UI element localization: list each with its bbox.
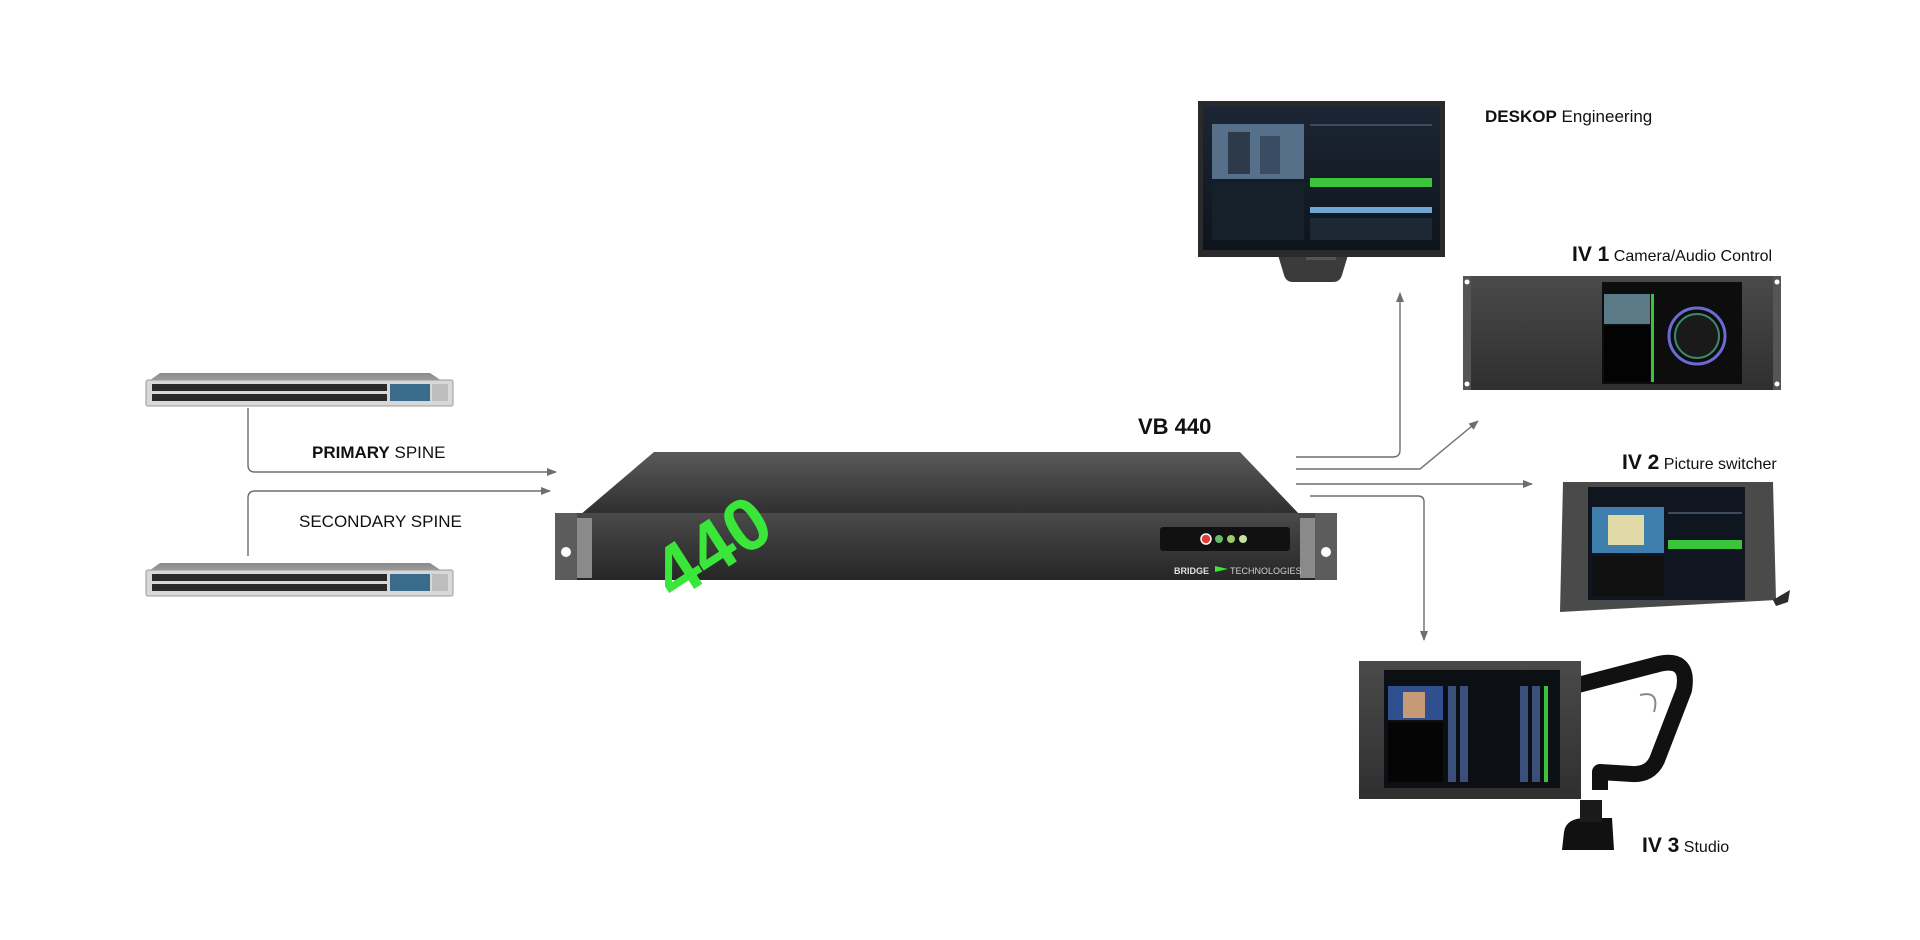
- iv2-label: IV 2 Picture switcher: [1622, 451, 1777, 475]
- status-led-green-1: [1215, 535, 1223, 543]
- iv1-label: IV 1 Camera/Audio Control: [1572, 243, 1772, 267]
- secondary-spine-arrow: [247, 487, 551, 556]
- iv1-label-bold: IV 1: [1572, 243, 1610, 266]
- desktop-monitor: [1198, 101, 1445, 282]
- primary-spine-label-rest: SPINE: [389, 443, 446, 462]
- desktop-label-rest: Engineering: [1556, 107, 1653, 126]
- iv3-arm-display: [1359, 654, 1693, 850]
- iv1-rack-panel: [1463, 276, 1781, 390]
- iv2-label-rest: Picture switcher: [1659, 456, 1777, 473]
- vb440-device: 440 BRIDGE TECHNOLOGIES: [555, 452, 1337, 616]
- primary-spine-switch: [145, 373, 454, 407]
- status-led-green-3: [1239, 535, 1247, 543]
- arrow-to-iv3: [1310, 495, 1428, 641]
- primary-spine-label: PRIMARY SPINE: [312, 443, 446, 463]
- iv1-label-rest: Camera/Audio Control: [1609, 248, 1773, 265]
- iv3-label-rest: Studio: [1679, 839, 1730, 856]
- iv3-label: IV 3 Studio: [1642, 834, 1729, 858]
- iv2-label-bold: IV 2: [1622, 451, 1660, 474]
- secondary-spine-switch: [145, 563, 454, 597]
- arrow-to-iv1: [1296, 420, 1479, 470]
- vb440-brand-logo: BRIDGE TECHNOLOGIES: [1174, 566, 1302, 576]
- primary-spine-arrow: [247, 408, 557, 476]
- secondary-spine-label: SECONDARY SPINE: [299, 512, 462, 531]
- iv3-label-bold: IV 3: [1642, 834, 1680, 857]
- status-led-green-2: [1227, 535, 1235, 543]
- status-led-red: [1200, 533, 1212, 545]
- primary-spine-label-bold: PRIMARY: [312, 443, 390, 462]
- desktop-label: DESKOP Engineering: [1485, 107, 1652, 127]
- desktop-label-bold: DESKOP: [1485, 107, 1557, 126]
- svg-text:BRIDGE: BRIDGE: [1174, 566, 1209, 576]
- svg-text:TECHNOLOGIES: TECHNOLOGIES: [1230, 566, 1302, 576]
- vb440-title: VB 440: [1138, 414, 1212, 439]
- iv2-stand-display: [1560, 482, 1790, 612]
- arrow-to-desktop: [1296, 292, 1404, 458]
